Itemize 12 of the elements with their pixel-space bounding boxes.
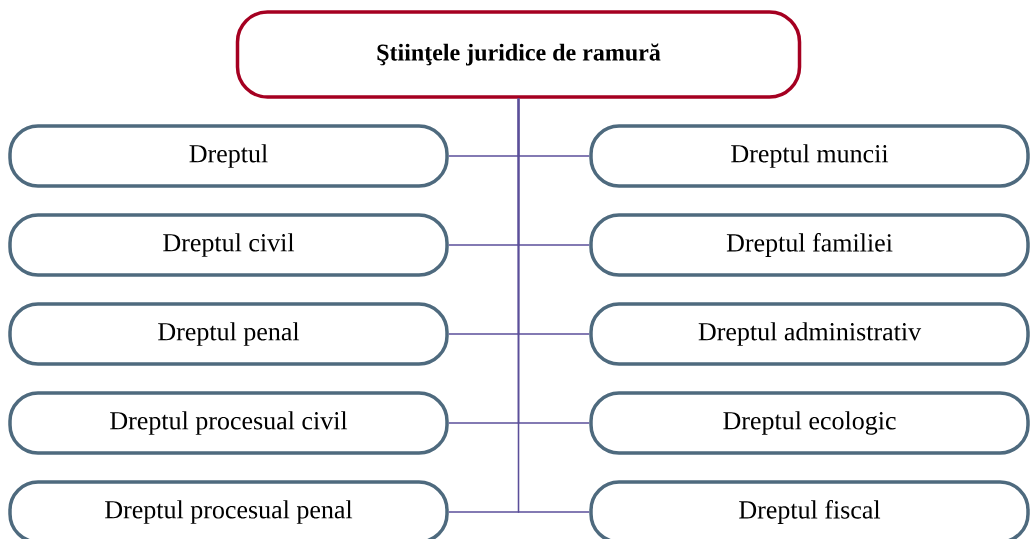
category-box: Dreptul muncii (589, 124, 1030, 188)
title-box: Ştiinţele juridice de ramură (235, 10, 802, 99)
category-box: Dreptul procesual civil (8, 391, 449, 455)
connector-line (517, 98, 590, 513)
category-box: Dreptul procesual penal (8, 480, 449, 539)
category-box: Dreptul administrativ (589, 302, 1030, 366)
category-box: Dreptul (8, 124, 449, 188)
category-box: Dreptul civil (8, 213, 449, 277)
category-box: Dreptul familiei (589, 213, 1030, 277)
category-box: Dreptul penal (8, 302, 449, 366)
category-box: Dreptul fiscal (589, 480, 1030, 539)
category-box: Dreptul ecologic (589, 391, 1030, 455)
